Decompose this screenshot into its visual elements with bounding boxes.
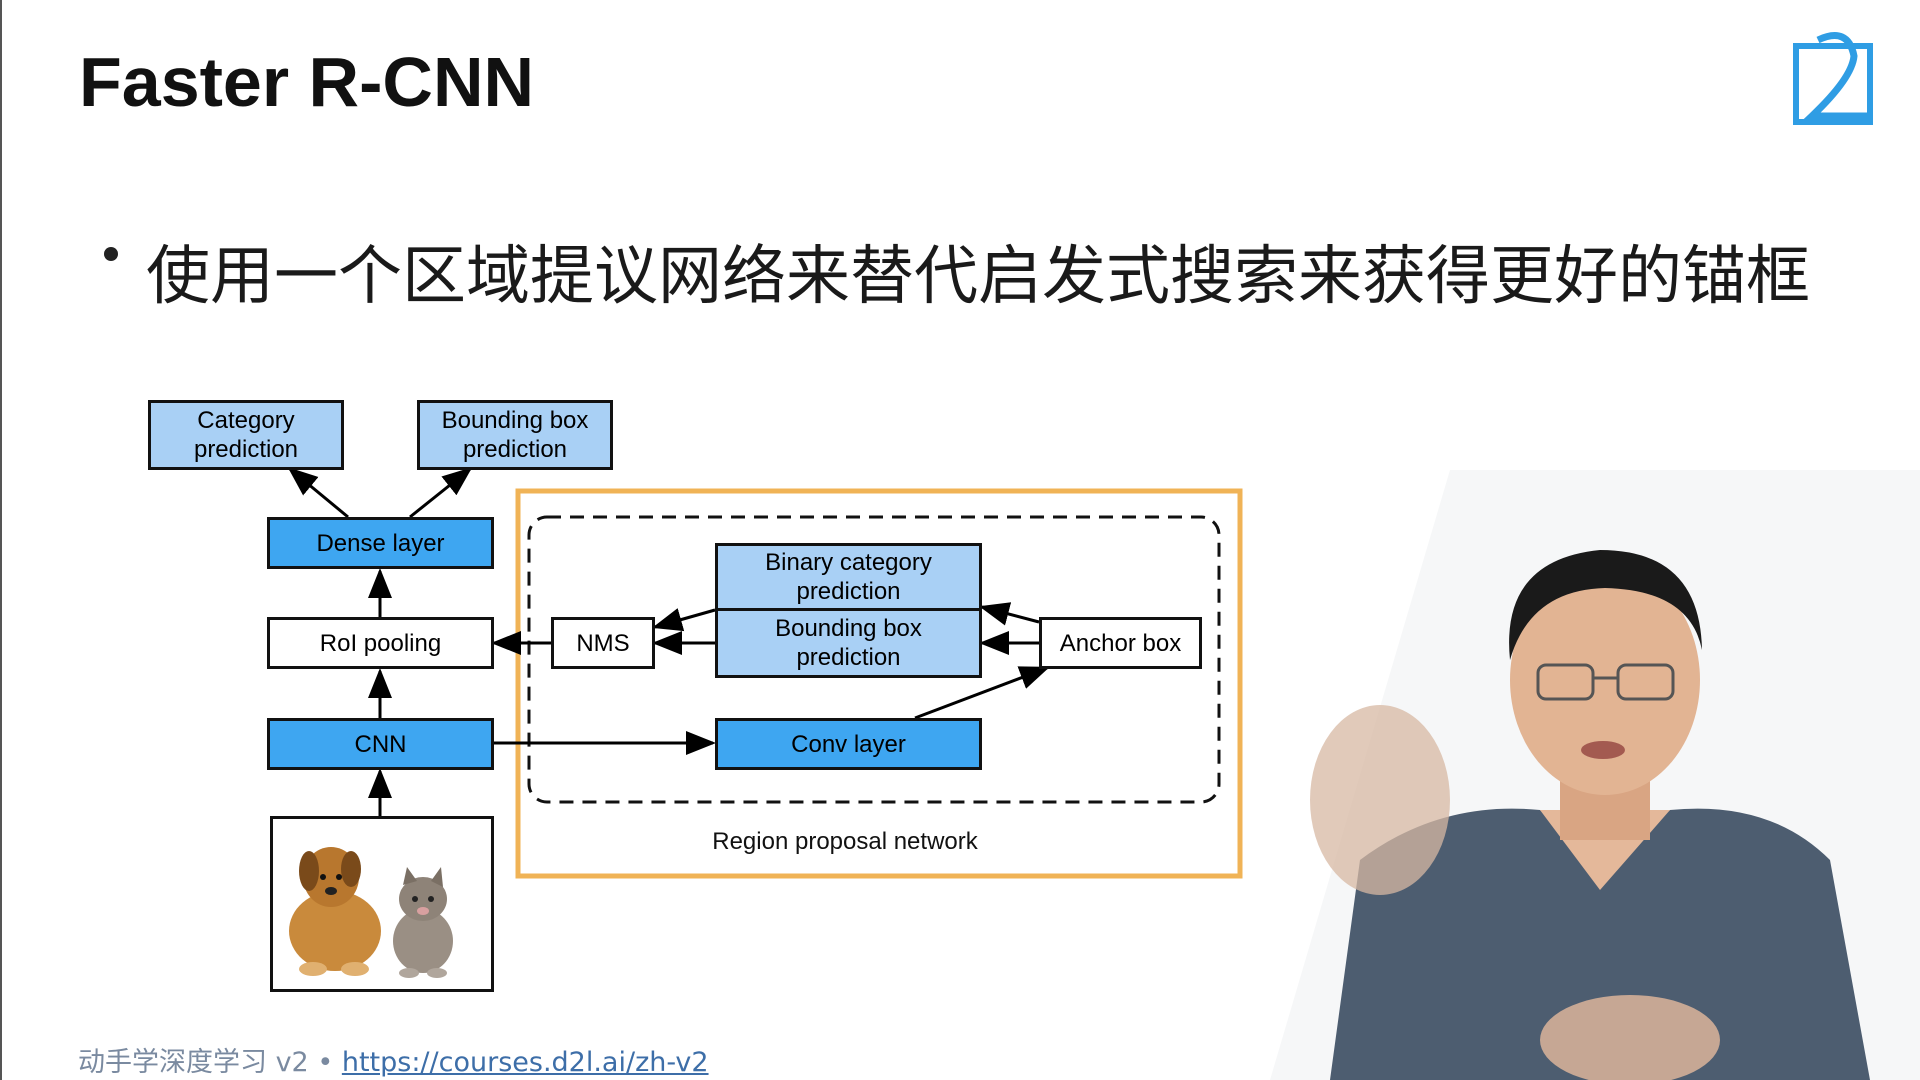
arrow-dense-to-category bbox=[287, 467, 349, 519]
footer-prefix: 动手学深度学习 v2 • bbox=[78, 1047, 342, 1078]
bullet-text: 使用一个区域提议网络来替代启发式搜索来获得更好的锚框 bbox=[146, 240, 1810, 314]
footer-link[interactable]: https://courses.d2l.ai/zh-v2 bbox=[341, 1047, 709, 1078]
category-prediction-box: Category prediction bbox=[148, 400, 344, 470]
arrow-dense-to-bbox bbox=[409, 467, 473, 519]
d2l-logo-icon bbox=[1793, 32, 1873, 125]
bullet-dot bbox=[104, 247, 118, 261]
left-border bbox=[0, 0, 2, 1080]
presenter-video bbox=[1270, 470, 1920, 1080]
anchor-box-box: Anchor box bbox=[1039, 617, 1202, 669]
dense-layer-box: Dense layer bbox=[267, 517, 494, 569]
dog-cat-illustration bbox=[273, 819, 491, 989]
footer: 动手学深度学习 v2 • https://courses.d2l.ai/zh-v… bbox=[78, 1040, 709, 1079]
bbox-prediction-box: Bounding box prediction bbox=[417, 400, 613, 470]
arrow-conv-to-anchor bbox=[914, 666, 1050, 720]
rpn-outer-box bbox=[515, 488, 1243, 879]
nms-box: NMS bbox=[551, 617, 655, 669]
cnn-box: CNN bbox=[267, 718, 494, 770]
binary-category-box: Binary category prediction bbox=[715, 543, 982, 611]
dog-cat-photo bbox=[270, 816, 494, 992]
rpn-dashed-box bbox=[527, 515, 1221, 804]
slide-title: Faster R-CNN bbox=[79, 43, 535, 121]
roi-pooling-box: RoI pooling bbox=[267, 617, 494, 669]
rpn-bbox-prediction-box: Bounding box prediction bbox=[715, 608, 982, 678]
arrow-binary-to-nms bbox=[652, 608, 716, 632]
arrow-anchor-to-binary bbox=[979, 602, 1040, 626]
rpn-label: Region proposal network bbox=[712, 828, 978, 855]
conv-layer-box: Conv layer bbox=[715, 718, 982, 770]
